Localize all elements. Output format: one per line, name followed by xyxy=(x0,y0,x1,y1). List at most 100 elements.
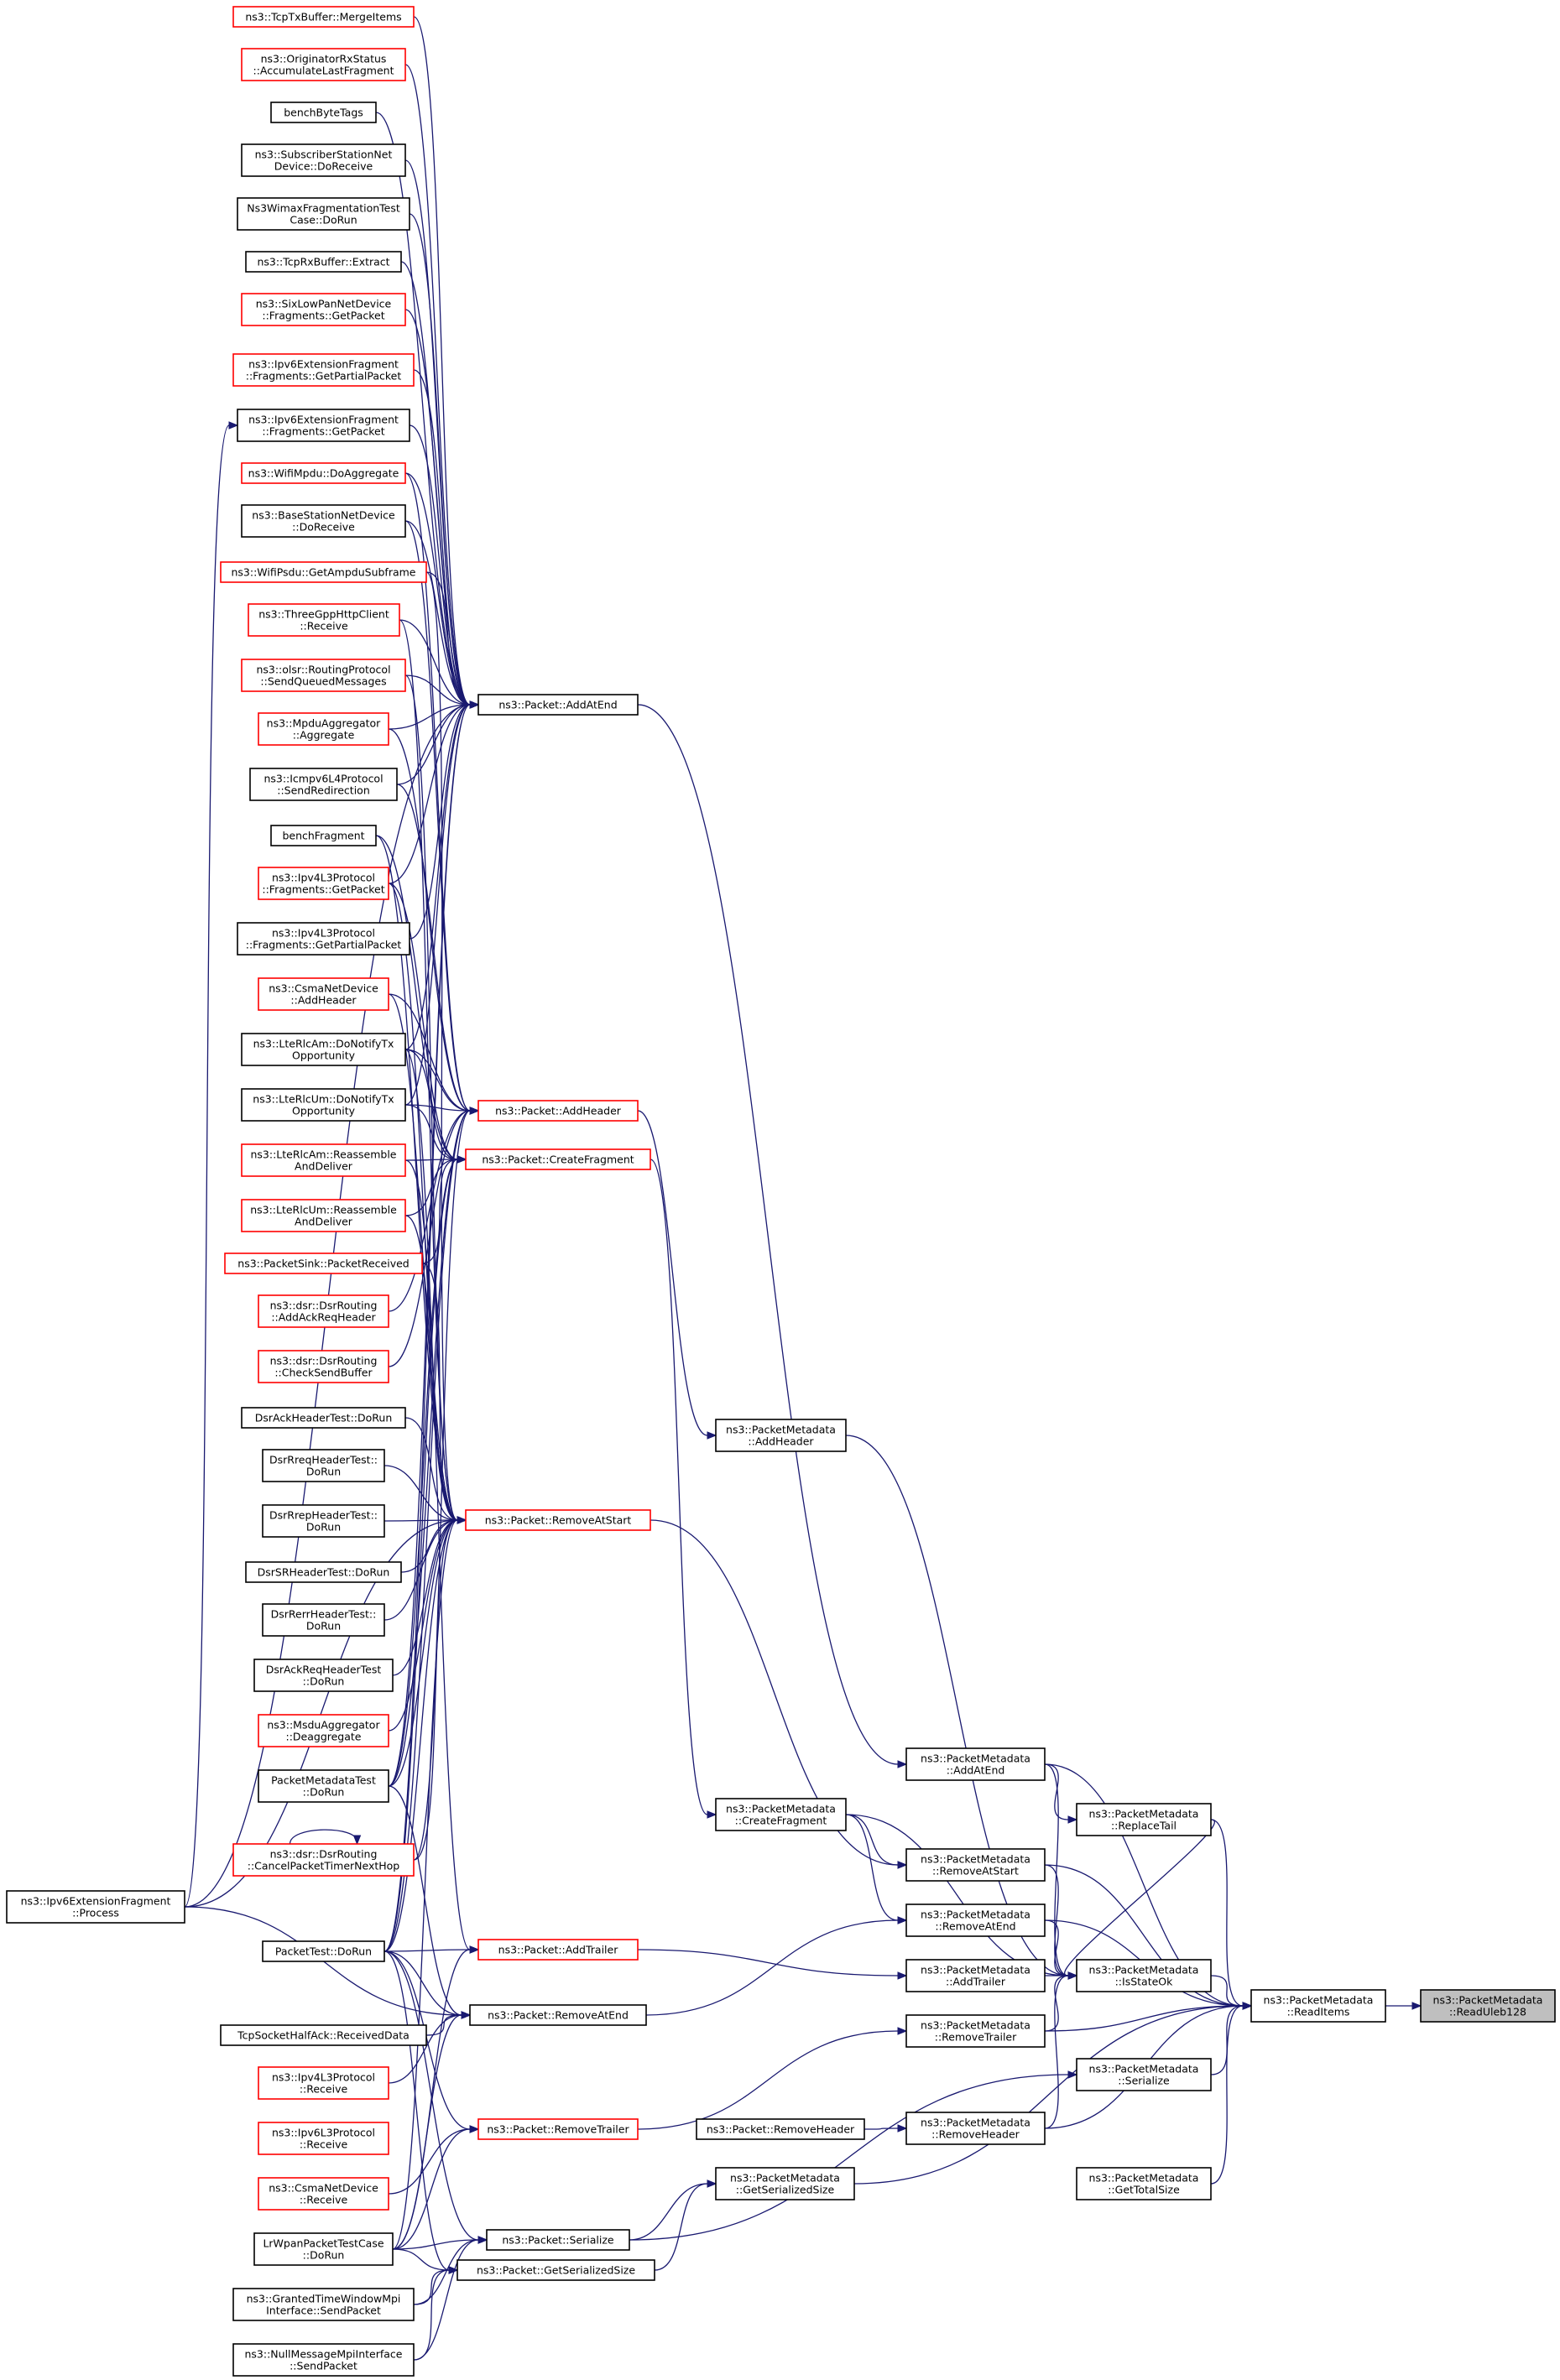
node-csmaAddHeader[interactable]: ns3::CsmaNetDevice::AddHeader xyxy=(258,977,389,1011)
edge-dsrCancel-to-dsrCancel xyxy=(289,1829,358,1845)
node-pmGetTotalSize[interactable]: ns3::PacketMetadata::GetTotalSize xyxy=(1076,2167,1212,2200)
node-ipv4Receive[interactable]: ns3::Ipv4L3Protocol::Receive xyxy=(258,2066,389,2100)
node-dsrAddAck[interactable]: ns3::dsr::DsrRouting::AddAckReqHeader xyxy=(258,1294,389,1328)
node-box-lteAmReasm xyxy=(241,1143,406,1177)
node-baseStation[interactable]: ns3::BaseStationNetDevice::DoReceive xyxy=(241,504,406,538)
node-pmTest[interactable]: PacketMetadataTest::DoRun xyxy=(258,1769,389,1803)
node-tcpRxExtract[interactable]: ns3::TcpRxBuffer::Extract xyxy=(245,251,402,273)
node-label-nullSend-line-0: ns3::NullMessageMpiInterface xyxy=(245,2348,403,2361)
node-label-pmRemoveTrailer-line-0: ns3::PacketMetadata xyxy=(921,2019,1030,2032)
node-dsrSrTest[interactable]: DsrSRHeaderTest::DoRun xyxy=(245,1561,402,1583)
node-label-sixLowPan-line-1: ::Fragments::GetPacket xyxy=(262,310,384,322)
node-pAddTrailer[interactable]: ns3::Packet::AddTrailer xyxy=(477,1939,639,1961)
node-pmSerialize[interactable]: ns3::PacketMetadata::Serialize xyxy=(1076,2058,1212,2091)
node-msduDeagg[interactable]: ns3::MsduAggregator::Deaggregate xyxy=(258,1714,389,1747)
node-ipv6FragPartial[interactable]: ns3::Ipv6ExtensionFragment::Fragments::G… xyxy=(232,353,415,387)
node-label-dsrSrTest-line-0: DsrSRHeaderTest::DoRun xyxy=(258,1566,390,1579)
node-pmGetSerializedSize[interactable]: ns3::PacketMetadata::GetSerializedSize xyxy=(715,2167,855,2200)
node-pAddHeader[interactable]: ns3::Packet::AddHeader xyxy=(477,1100,639,1122)
node-mpduAgg[interactable]: ns3::MpduAggregator::Aggregate xyxy=(258,712,389,746)
node-pGetSerializedSize[interactable]: ns3::Packet::GetSerializedSize xyxy=(457,2259,655,2281)
node-dsrAckReqTest[interactable]: DsrAckReqHeaderTest::DoRun xyxy=(253,1659,394,1692)
node-ipv6FragGetPacket[interactable]: ns3::Ipv6ExtensionFragment::Fragments::G… xyxy=(237,409,410,442)
edge-pmReplaceTail-to-readItems xyxy=(1210,1819,1244,2007)
node-icmpv6[interactable]: ns3::Icmpv6L4Protocol::SendRedirection xyxy=(249,768,398,801)
node-pmCreateFragment[interactable]: ns3::PacketMetadata::CreateFragment xyxy=(715,1798,847,1831)
node-benchFragment[interactable]: benchFragment xyxy=(270,825,377,846)
edge-pRemoveAtEnd-to-pmRemoveAtEnd xyxy=(645,1919,899,2016)
edge-tcpTxMerge-to-pAddAtEnd xyxy=(413,16,471,706)
node-box-wifiPsdu xyxy=(220,561,427,583)
node-pRemoveHeader[interactable]: ns3::Packet::RemoveHeader xyxy=(696,2118,865,2140)
node-dsrRrepTest[interactable]: DsrRrepHeaderTest::DoRun xyxy=(262,1504,385,1538)
node-box-pAddHeader xyxy=(477,1100,639,1122)
node-box-dsrRreqTest xyxy=(262,1449,385,1482)
node-csmaReceive[interactable]: ns3::CsmaNetDevice::Receive xyxy=(258,2177,389,2211)
node-sixLowPan[interactable]: ns3::SixLowPanNetDevice::Fragments::GetP… xyxy=(241,293,406,326)
node-ipv4FragPartial[interactable]: ns3::Ipv4L3Protocol::Fragments::GetParti… xyxy=(237,922,410,956)
node-label-pRemoveAtStart-line-0: ns3::Packet::RemoveAtStart xyxy=(485,1514,632,1527)
node-dsrRreqTest[interactable]: DsrRreqHeaderTest::DoRun xyxy=(262,1449,385,1482)
node-ipv6Process[interactable]: ns3::Ipv6ExtensionFragment::Process xyxy=(6,1890,185,1924)
node-pmAddHeader[interactable]: ns3::PacketMetadata::AddHeader xyxy=(715,1419,847,1452)
node-box-root xyxy=(1420,1989,1556,2023)
node-ipv4FragGet[interactable]: ns3::Ipv4L3Protocol::Fragments::GetPacke… xyxy=(258,867,389,900)
node-pmRemoveAtStart[interactable]: ns3::PacketMetadata::RemoveAtStart xyxy=(905,1848,1046,1882)
node-benchByteTags[interactable]: benchByteTags xyxy=(270,102,377,123)
node-label-pmTest-line-1: ::DoRun xyxy=(303,1786,345,1799)
node-label-root-line-1: ::ReadUleb128 xyxy=(1449,2006,1526,2018)
node-label-pCreateFragment-line-0: ns3::Packet::CreateFragment xyxy=(482,1154,634,1166)
node-packetSink[interactable]: ns3::PacketSink::PacketReceived xyxy=(224,1252,423,1274)
node-dsrRerrTest[interactable]: DsrRerrHeaderTest::DoRun xyxy=(262,1603,385,1637)
node-subStation[interactable]: ns3::SubscriberStationNetDevice::DoRecei… xyxy=(241,143,406,177)
node-label-pmReplaceTail-line-0: ns3::PacketMetadata xyxy=(1089,1808,1199,1820)
node-label-csmaReceive-line-1: ::Receive xyxy=(300,2194,348,2206)
node-threeGpp[interactable]: ns3::ThreeGppHttpClient::Receive xyxy=(248,603,400,637)
node-pmRemoveAtEnd[interactable]: ns3::PacketMetadata::RemoveAtEnd xyxy=(905,1903,1046,1937)
node-pRemoveTrailer[interactable]: ns3::Packet::RemoveTrailer xyxy=(477,2118,639,2140)
node-label-dsrRerrTest-line-1: DoRun xyxy=(306,1620,341,1633)
node-pmReplaceTail[interactable]: ns3::PacketMetadata::ReplaceTail xyxy=(1076,1803,1212,1836)
node-label-pmAddTrailer-line-0: ns3::PacketMetadata xyxy=(921,1964,1030,1976)
node-pmIsStateOk[interactable]: ns3::PacketMetadata::IsStateOk xyxy=(1076,1959,1212,1992)
node-pmAddAtEnd[interactable]: ns3::PacketMetadata::AddAtEnd xyxy=(905,1747,1046,1781)
node-grantedSend[interactable]: ns3::GrantedTimeWindowMpiInterface::Send… xyxy=(232,2288,415,2321)
node-pRemoveAtStart[interactable]: ns3::Packet::RemoveAtStart xyxy=(465,1509,651,1531)
node-label-grantedSend-line-0: ns3::GrantedTimeWindowMpi xyxy=(247,2293,401,2305)
node-pCreateFragment[interactable]: ns3::Packet::CreateFragment xyxy=(465,1148,651,1170)
node-origAccum[interactable]: ns3::OriginatorRxStatus::AccumulateLastF… xyxy=(241,48,406,81)
edge-pmReplaceTail-to-pmIsStateOk xyxy=(1064,1819,1215,1976)
node-pRemoveAtEnd[interactable]: ns3::Packet::RemoveAtEnd xyxy=(469,2004,647,2026)
arrowhead-ipv4FragGet-to-pCreateFragment xyxy=(457,1155,467,1164)
edge-lteUmNotify-to-pAddHeader xyxy=(404,1104,471,1112)
node-packetTest[interactable]: PacketTest::DoRun xyxy=(262,1940,385,1962)
node-ipv6Receive[interactable]: ns3::Ipv6L3Protocol::Receive xyxy=(258,2122,389,2155)
node-nullSend[interactable]: ns3::NullMessageMpiInterface::SendPacket xyxy=(232,2343,415,2377)
node-label-lteUmReasm-line-0: ns3::LteRlcUm::Reassemble xyxy=(250,1204,397,1216)
node-label-lteAmNotify-line-1: Opportunity xyxy=(292,1049,356,1062)
node-wifiPsdu[interactable]: ns3::WifiPsdu::GetAmpduSubframe xyxy=(220,561,427,583)
node-dsrAckTest[interactable]: DsrAckHeaderTest::DoRun xyxy=(241,1407,406,1429)
node-box-pRemoveAtEnd xyxy=(469,2004,647,2026)
node-pmAddTrailer[interactable]: ns3::PacketMetadata::AddTrailer xyxy=(905,1959,1046,1992)
edge-pSerialize-to-pmSerialize xyxy=(629,2074,1069,2241)
node-pAddAtEnd[interactable]: ns3::Packet::AddAtEnd xyxy=(477,694,639,716)
node-wifiMpduAgg[interactable]: ns3::WifiMpdu::DoAggregate xyxy=(241,462,406,484)
node-pmRemoveTrailer[interactable]: ns3::PacketMetadata::RemoveTrailer xyxy=(905,2014,1046,2048)
node-tcpTxMerge[interactable]: ns3::TcpTxBuffer::MergeItems xyxy=(232,6,415,28)
node-tcpHalfAck[interactable]: TcpSocketHalfAck::ReceivedData xyxy=(220,2024,427,2046)
node-readItems[interactable]: ns3::PacketMetadata::ReadItems xyxy=(1250,1989,1386,2023)
node-dsrCheckSend[interactable]: ns3::dsr::DsrRouting::CheckSendBuffer xyxy=(258,1350,389,1383)
edge-csmaAddHeader-to-pAddHeader xyxy=(388,993,471,1112)
node-dsrCancel[interactable]: ns3::dsr::DsrRouting::CancelPacketTimerN… xyxy=(232,1843,415,1877)
node-box-msduDeagg xyxy=(258,1714,389,1747)
node-pSerialize[interactable]: ns3::Packet::Serialize xyxy=(486,2229,630,2251)
node-pmRemoveHeader[interactable]: ns3::PacketMetadata::RemoveHeader xyxy=(905,2112,1046,2145)
node-olsr[interactable]: ns3::olsr::RoutingProtocol::SendQueuedMe… xyxy=(241,659,406,692)
node-lrwpan[interactable]: LrWpanPacketTestCase::DoRun xyxy=(253,2232,394,2266)
